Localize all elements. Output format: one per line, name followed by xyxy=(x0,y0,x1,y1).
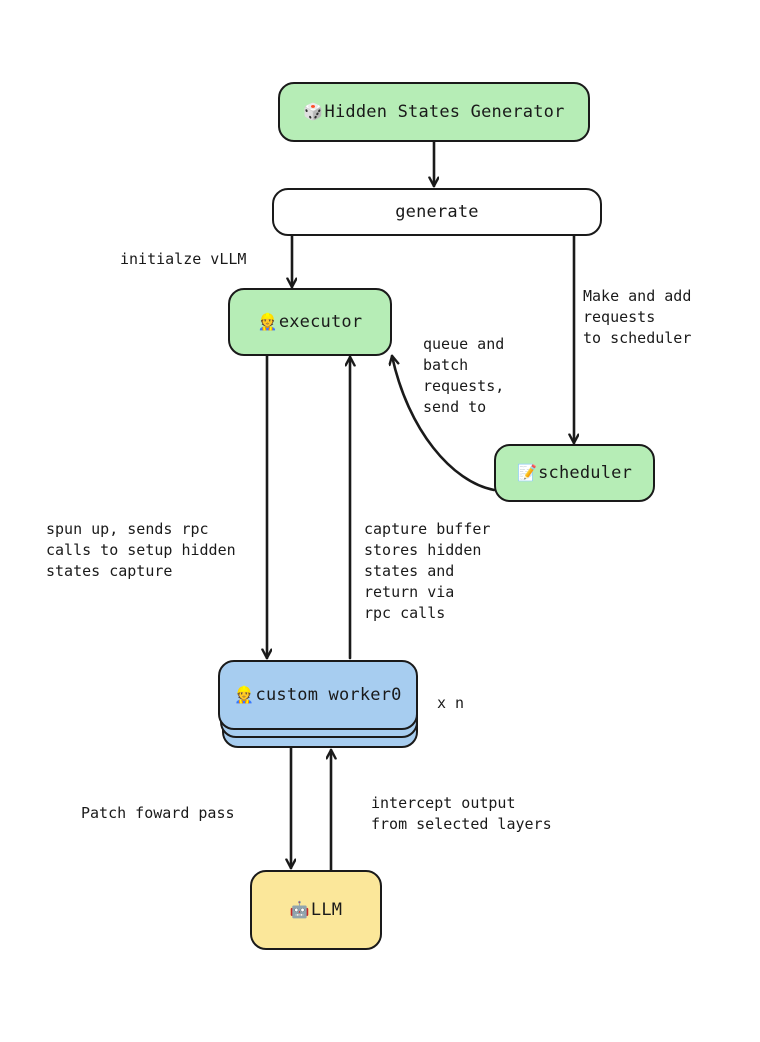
node-label: custom worker0 xyxy=(255,685,402,705)
edge-label-spun-up-rpc: spun up, sends rpc calls to setup hidden… xyxy=(46,520,236,580)
edge-label-capture-buffer: capture buffer stores hidden states and … xyxy=(364,520,491,622)
edge-scheduler-to-executor xyxy=(392,356,496,492)
node-label: scheduler xyxy=(538,463,633,483)
node-hidden-states-generator[interactable]: 🎲 Hidden States Generator xyxy=(278,82,590,142)
robot-icon: 🤖 xyxy=(289,900,310,919)
edge-label-queue-and-batch: queue and batch requests, send to xyxy=(423,335,505,416)
game-die-icon: 🎲 xyxy=(303,102,324,121)
edge-label-make-and-add-requests: Make and add requests to scheduler xyxy=(583,287,692,347)
node-llm[interactable]: 🤖 LLM xyxy=(250,870,382,950)
node-executor[interactable]: 👷 executor xyxy=(228,288,392,356)
worker-icon: 👷 xyxy=(257,312,278,331)
node-label: generate xyxy=(395,202,479,222)
node-generate[interactable]: generate xyxy=(272,188,602,236)
node-scheduler[interactable]: 📝 scheduler xyxy=(494,444,655,502)
node-custom-worker0[interactable]: 👷 custom worker0 xyxy=(218,660,418,730)
edge-label-patch-forward-pass: Patch foward pass xyxy=(81,804,235,822)
construction-worker-icon: 👷 xyxy=(234,685,255,704)
memo-icon: 📝 xyxy=(516,463,538,482)
node-label: executor xyxy=(278,312,363,332)
edge-label-intercept-output: intercept output from selected layers xyxy=(371,794,552,833)
worker-multiplicity-label: x n xyxy=(437,694,465,712)
node-label: Hidden States Generator xyxy=(324,102,565,122)
edge-label-initialize-vllm: initialze vLLM xyxy=(120,250,247,268)
node-label: LLM xyxy=(310,900,343,920)
